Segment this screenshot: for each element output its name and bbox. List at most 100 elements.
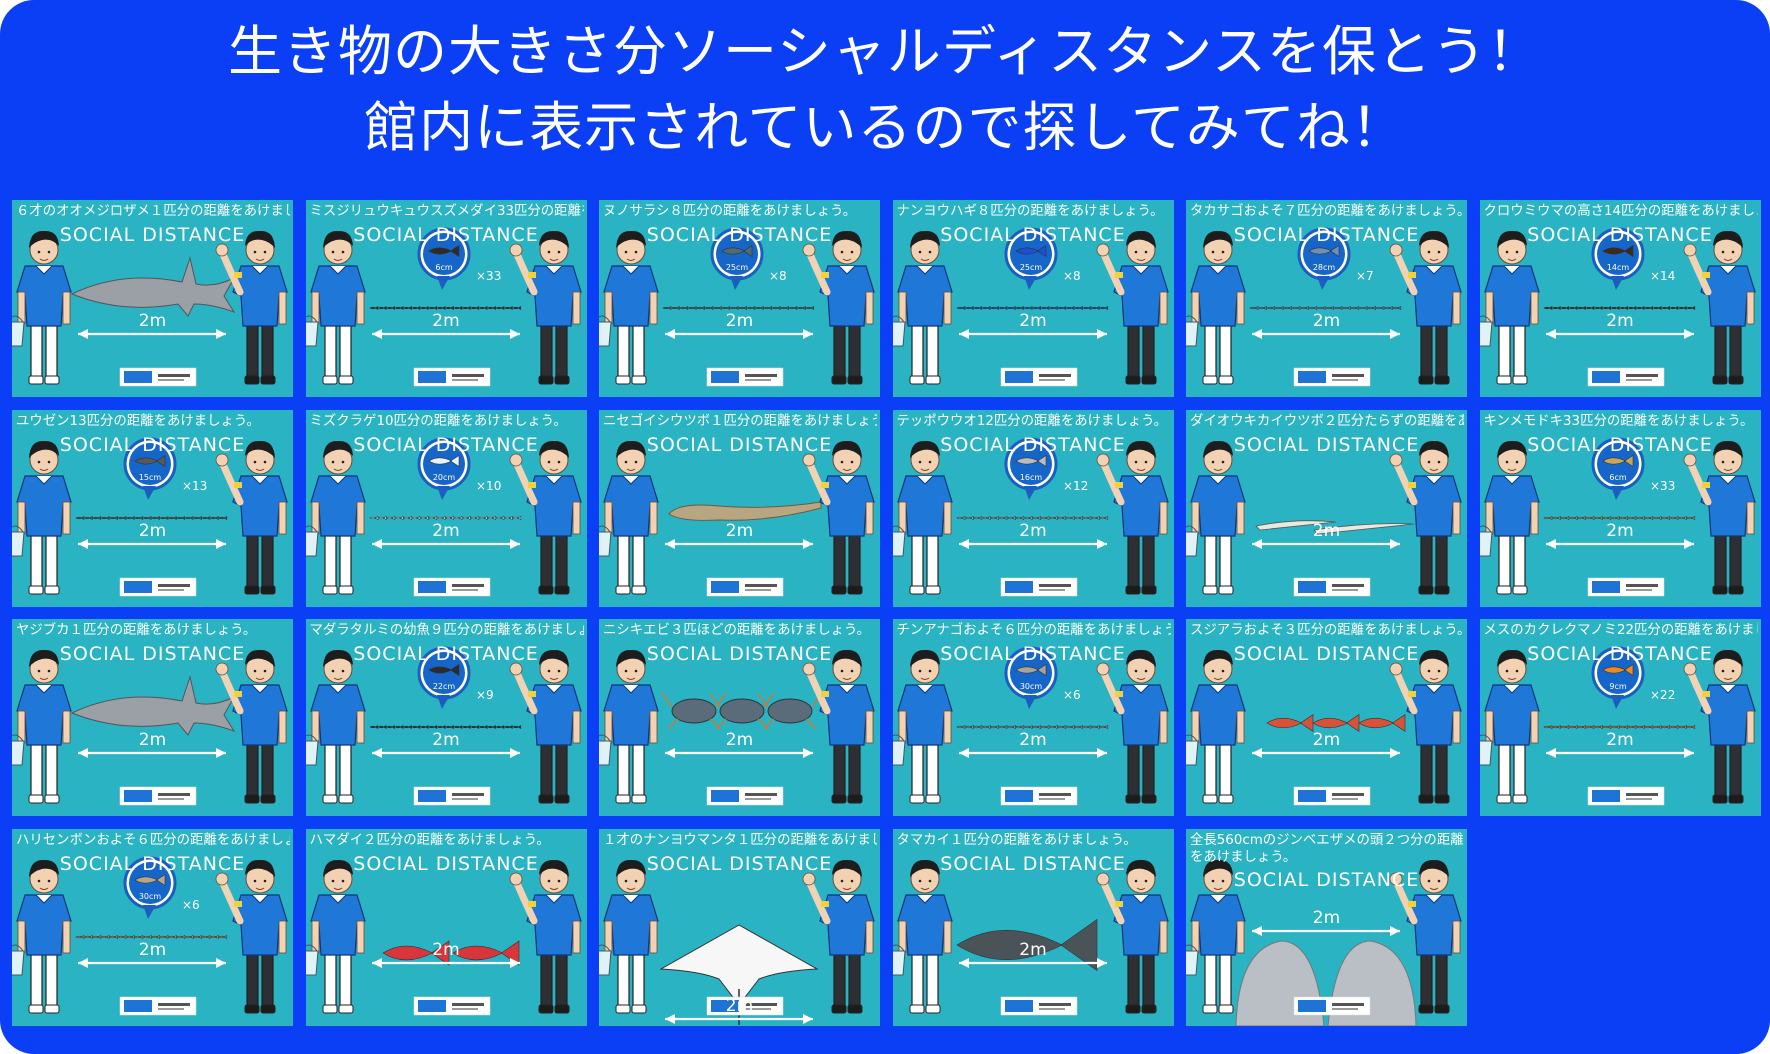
aquarium-logo xyxy=(413,996,490,1015)
callout-creature xyxy=(1014,244,1046,258)
distance-label: 2m xyxy=(1606,311,1634,331)
row-creature xyxy=(1350,306,1360,310)
social-distance-label: SOCIAL DISTANCE xyxy=(940,852,1126,875)
row-creature xyxy=(125,515,135,520)
staff-figure xyxy=(1683,440,1756,594)
row-creature xyxy=(1039,725,1049,729)
row-creature xyxy=(1551,725,1561,729)
distance-label: 2m xyxy=(1312,907,1341,928)
row-creature xyxy=(167,934,177,939)
row-creature xyxy=(444,725,454,729)
row-creature xyxy=(1542,725,1552,729)
aquarium-logo xyxy=(119,577,197,596)
fish xyxy=(1266,714,1314,732)
aquarium-logo xyxy=(1587,367,1664,387)
row-creature xyxy=(704,306,714,310)
row-creature xyxy=(503,515,513,520)
row-creature xyxy=(478,306,487,310)
row-creature xyxy=(151,934,160,939)
row-creature xyxy=(964,306,974,310)
row-creature xyxy=(1056,725,1066,729)
aquarium-logo xyxy=(413,786,490,806)
row-creature xyxy=(1542,306,1552,310)
social-distance-sign: ダイオウキカイウツボ２匹分たらずの距離をあけましょう。SOCIAL DISTAN… xyxy=(1186,409,1467,607)
row-creature xyxy=(125,934,135,939)
aquarium-logo xyxy=(706,577,784,596)
social-distance-label: SOCIAL DISTANCE xyxy=(353,433,539,456)
row-creature xyxy=(1652,306,1661,310)
row-creature xyxy=(972,725,982,729)
visitor-figure xyxy=(892,230,953,385)
row-creature xyxy=(377,306,387,310)
visitor-figure xyxy=(1186,230,1246,385)
sign-illustration: 25cm×8 xyxy=(599,227,875,387)
row-creature xyxy=(385,725,395,729)
sign-illustration: 28cm×7 xyxy=(1186,227,1462,387)
sign-caption: ミズクラゲ10匹分の距離をあけましょう。 xyxy=(309,413,567,429)
row-creature xyxy=(1576,515,1586,520)
row-creature xyxy=(402,515,412,520)
row-creature xyxy=(1643,515,1653,520)
row-creature xyxy=(721,306,731,310)
row-creature xyxy=(402,306,412,310)
row-creature xyxy=(729,306,739,310)
social-distance-label: SOCIAL DISTANCE xyxy=(59,643,246,665)
row-creature xyxy=(1031,515,1041,520)
creature-count-label: ×13 xyxy=(182,479,207,493)
social-distance-label: SOCIAL DISTANCE xyxy=(59,433,246,456)
row-creature xyxy=(964,725,974,729)
sign-illustration: 20cm×10 xyxy=(305,437,582,596)
callout-creature xyxy=(1601,244,1633,258)
staff-figure xyxy=(1683,230,1756,385)
sign-caption: メスのカクレクマノミ22匹分の距離をあけましょう。 xyxy=(1483,623,1758,638)
row-creature xyxy=(1006,306,1016,310)
seahorse-illustration: 14cm×14 xyxy=(1542,227,1695,310)
staff-figure xyxy=(1389,230,1462,385)
row-creature xyxy=(1584,725,1594,729)
sign-illustration: 30cm×6 xyxy=(892,646,1169,806)
callout-creature xyxy=(134,454,166,467)
row-creature xyxy=(788,306,798,310)
distance-label: 2m xyxy=(1312,311,1341,331)
row-creature xyxy=(1685,515,1695,520)
distance-arrow xyxy=(665,1013,813,1024)
row-creature xyxy=(1098,725,1108,729)
creature-size-label: 28cm xyxy=(1313,263,1336,272)
aquarium-logo xyxy=(1587,577,1664,596)
visitor-figure xyxy=(1479,440,1540,594)
row-creature xyxy=(486,306,496,310)
row-creature xyxy=(1652,515,1661,520)
row-creature xyxy=(1090,725,1100,729)
creature-size-label: 16cm xyxy=(1019,473,1042,482)
row-creature xyxy=(670,306,680,310)
distance-label: 2m xyxy=(138,311,167,331)
row-creature xyxy=(385,306,395,310)
sign-caption: ヌノサラシ８匹分の距離をあけましょう。 xyxy=(603,204,857,219)
callout-creature xyxy=(427,663,459,677)
row-creature xyxy=(1584,515,1594,520)
distance-arrow xyxy=(665,329,813,339)
staff-figure xyxy=(802,440,875,594)
row-creature xyxy=(461,306,471,310)
row-creature xyxy=(1098,515,1108,520)
sign-caption: ハリセンボンおよそ６匹分の距離をあけましょう。 xyxy=(16,832,290,848)
row-creature xyxy=(1023,515,1032,520)
row-creature xyxy=(1341,306,1351,310)
row-creature xyxy=(511,725,521,729)
social-distance-label: SOCIAL DISTANCE xyxy=(940,224,1126,246)
visitor-figure xyxy=(12,859,72,1013)
creature-count-label: ×6 xyxy=(182,898,200,912)
row-creature xyxy=(972,306,982,310)
lobster-illustration xyxy=(661,692,823,730)
fish xyxy=(1358,714,1406,732)
distance-label: 2m xyxy=(725,520,754,541)
callout-creature xyxy=(134,873,166,886)
sweeper-illustration: 6cm×33 xyxy=(1542,437,1695,520)
row-creature xyxy=(771,306,781,310)
visitor-figure xyxy=(1186,859,1246,1013)
